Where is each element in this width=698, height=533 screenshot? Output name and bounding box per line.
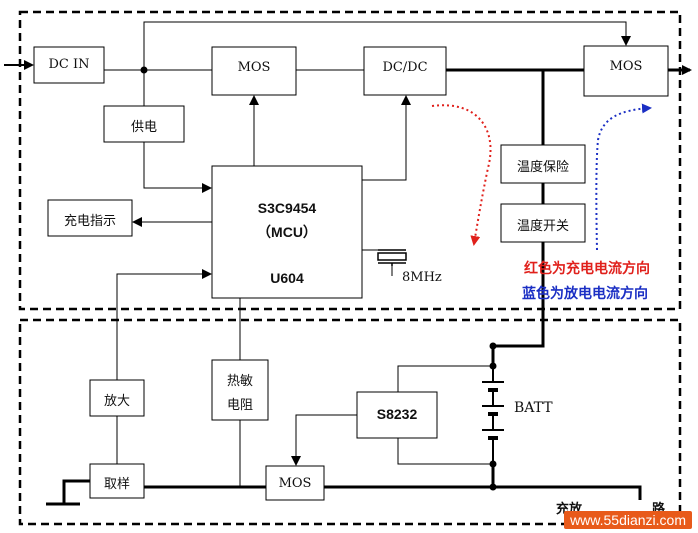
junction-dots: [140, 66, 497, 491]
control-region-frame: [18, 10, 682, 311]
mcu-type-label: （MCU）: [257, 224, 317, 240]
charge-legend: 红色为充电电流方向: [524, 261, 650, 277]
power-supply-box: [103, 105, 185, 143]
temp-protect-label: 温度保险: [516, 160, 569, 175]
mos-out-label: MOS: [609, 59, 643, 74]
dcdc-label: DC/DC: [382, 60, 428, 75]
mos-bottom-box: [265, 465, 325, 501]
thermistor-label-line2: 电阻: [226, 398, 253, 413]
mcu-box: [211, 165, 363, 299]
s8232-box: [356, 391, 438, 439]
charge-indicator-box: [47, 199, 133, 237]
charge-indicator-label: 充电指示: [63, 214, 116, 229]
thermistor-box: [211, 359, 269, 421]
power-supply-label: 供电: [130, 120, 157, 135]
battery-label: BATT: [514, 400, 553, 416]
dc-in-label: DC IN: [48, 57, 90, 72]
discharge-legend: 蓝色为放电电流方向: [522, 286, 648, 302]
signal-wires: [104, 21, 631, 487]
thermistor-label-line1: 热敏: [226, 374, 253, 389]
sampling-label: 取样: [103, 477, 130, 492]
crystal-frequency-label: 8MHz: [402, 270, 442, 285]
discharge-current-arrow: [595, 103, 652, 251]
watermark: www.55dianzi.com: [564, 511, 692, 529]
mos-top-label: MOS: [237, 60, 271, 75]
sampling-box: [89, 463, 145, 499]
power-bus: [46, 65, 692, 506]
mos-top-box: [211, 46, 297, 96]
charge-current-arrow: [431, 104, 492, 246]
mos-bottom-label: MOS: [278, 476, 312, 491]
temp-switch-label: 温度开关: [516, 219, 569, 234]
dcdc-box: [363, 46, 447, 96]
mcu-model-label: S3C9454: [257, 200, 317, 216]
dc-in-box: [33, 46, 105, 84]
battery-region-frame: [18, 318, 682, 526]
amplifier-label: 放大: [103, 394, 130, 409]
battery-symbol: [482, 364, 504, 464]
crystal-symbol: [377, 249, 407, 266]
mcu-ref-label: U604: [270, 270, 304, 286]
s8232-label: S8232: [376, 406, 418, 422]
